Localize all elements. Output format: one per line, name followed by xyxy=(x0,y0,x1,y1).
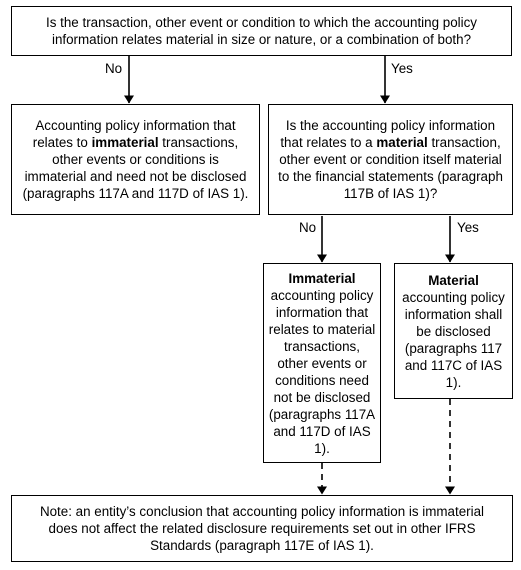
edge-label-no-2: No xyxy=(299,220,317,236)
immaterial-result-bold: immaterial xyxy=(91,135,159,150)
immaterial-result-text-a: Accounting policy information that relat… xyxy=(32,118,236,150)
question-2-text-b: transaction, other event or condition it… xyxy=(278,135,503,201)
immaterial-result-text-b: transactions, other events or conditions… xyxy=(22,135,249,201)
immaterial-result-text: Accounting policy information that relat… xyxy=(20,117,251,202)
immaterial-result-2-text: Immaterial accounting policy information… xyxy=(268,270,376,457)
question-1-text: Is the transaction, other event or condi… xyxy=(46,15,477,47)
material-result-text-b: accounting policy information shall be d… xyxy=(402,289,505,390)
edge-label-yes-1: Yes xyxy=(391,61,413,77)
edge-label-no-1: No xyxy=(105,61,123,77)
immaterial-result-2-text-b: accounting policy information that relat… xyxy=(268,287,376,456)
question-2-text: Is the accounting policy information tha… xyxy=(277,117,504,202)
material-result-bold: Material xyxy=(428,272,479,288)
edge-label-yes-2: Yes xyxy=(457,220,479,236)
note-text: Note: an entity’s conclusion that accoun… xyxy=(39,504,485,553)
question-box-2: Is the accounting policy information tha… xyxy=(268,104,513,215)
question-box-1: Is the transaction, other event or condi… xyxy=(11,6,512,56)
question-2-bold: material xyxy=(376,135,428,150)
immaterial-result-box: Accounting policy information that relat… xyxy=(11,104,260,215)
material-result-box: Material accounting policy information s… xyxy=(394,263,513,399)
material-result-text: Material accounting policy information s… xyxy=(399,272,508,391)
note-box: Note: an entity’s conclusion that accoun… xyxy=(11,495,513,562)
immaterial-result-2-bold: Immaterial xyxy=(288,270,356,286)
question-2-text-a: Is the accounting policy information tha… xyxy=(280,118,496,150)
immaterial-result-box-2: Immaterial accounting policy information… xyxy=(263,263,381,463)
